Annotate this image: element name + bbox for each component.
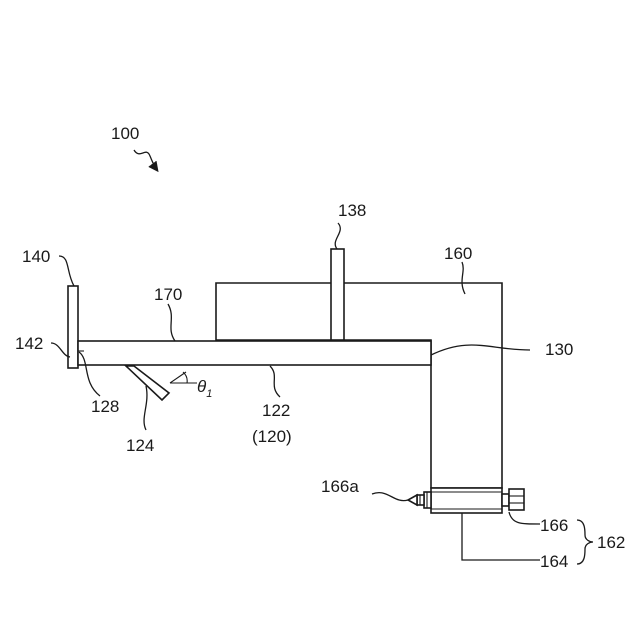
ref-140: 140	[22, 247, 50, 266]
ref-138: 138	[338, 201, 366, 220]
housing-160	[216, 283, 502, 488]
beam-122	[78, 341, 431, 365]
ref-130: 130	[545, 340, 573, 359]
brace-162	[577, 520, 593, 564]
theta-subscript: 1	[206, 388, 212, 400]
lead-140	[59, 256, 74, 286]
tab-124	[126, 366, 169, 400]
lead-138	[335, 223, 340, 249]
lead-170	[168, 304, 175, 341]
lead-166a	[372, 493, 408, 501]
ref-120: (120)	[252, 427, 292, 446]
ref-162: 162	[597, 533, 625, 552]
tip-point-166a	[408, 495, 417, 505]
ref-166a: 166a	[321, 477, 359, 496]
knob-stem-166	[502, 494, 509, 506]
ref-124: 124	[126, 436, 154, 455]
ref-142: 142	[15, 334, 43, 353]
ref-170: 170	[154, 285, 182, 304]
ref-166: 166	[540, 516, 568, 535]
plate-140	[68, 286, 78, 368]
ref-100: 100	[111, 124, 139, 143]
lead-164	[462, 513, 540, 560]
ref-160: 160	[444, 244, 472, 263]
angle-slant	[170, 372, 186, 383]
lead-124	[144, 386, 147, 430]
ref-164: 164	[540, 552, 568, 571]
post-138	[331, 249, 344, 340]
ref-122: 122	[262, 401, 290, 420]
lead-142	[51, 343, 70, 357]
ref-100-arrow	[134, 150, 157, 170]
ref-128: 128	[91, 397, 119, 416]
lead-166	[509, 512, 540, 524]
knob-166	[509, 489, 524, 510]
lead-122	[270, 366, 280, 397]
theta-symbol: θ1	[197, 377, 212, 400]
